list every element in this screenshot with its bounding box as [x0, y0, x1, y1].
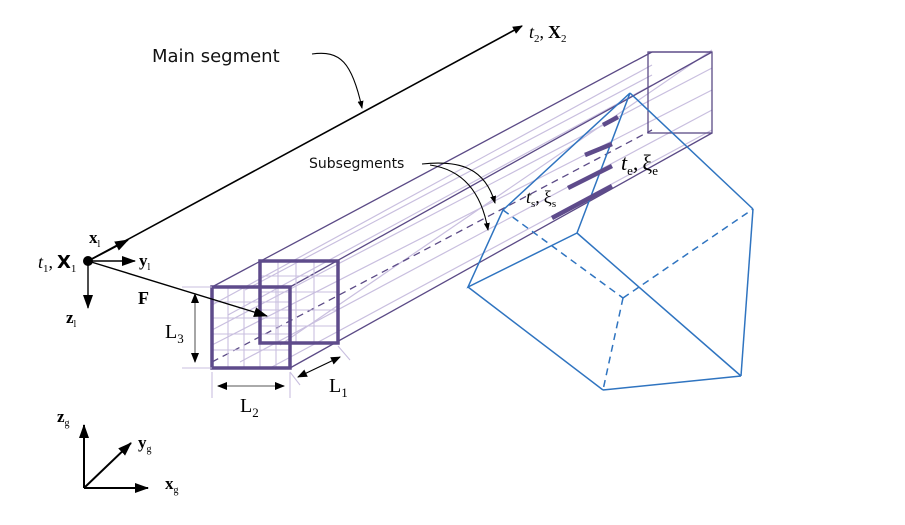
global-y-axis [83, 442, 132, 489]
subsegment-bar-4 [550, 184, 614, 220]
beam-centerline [211, 129, 653, 363]
cross-section-grid [212, 261, 338, 368]
subsegment-bar-2 [584, 141, 613, 158]
subsegment-bar-1 [601, 115, 620, 127]
global-y-label: yg [138, 433, 152, 455]
subsegment-bars [550, 115, 620, 220]
L3-label: L3 [165, 321, 184, 346]
global-x-label: xg [165, 474, 179, 496]
L2-label: L2 [240, 395, 259, 420]
subsegment-bar-3 [566, 163, 614, 191]
end-label: t2,X2 [529, 22, 567, 45]
local-x-label: xl [89, 228, 101, 250]
subsegments-callout-arrow-1 [421, 162, 496, 204]
subsegments-label: Subsegments [309, 156, 404, 172]
force-vector [87, 260, 268, 317]
main-segment-axis [87, 25, 523, 262]
polyhedron [466, 92, 754, 391]
subsegments-callout-arrow-2 [429, 164, 490, 231]
force-label: F [138, 288, 149, 308]
cross-section-front [210, 285, 292, 370]
dimension-L1 [297, 356, 341, 378]
local-x-axis [87, 239, 129, 262]
local-y-label: yl [139, 251, 151, 273]
cross-section-back [258, 259, 340, 345]
dimension-ticks [182, 286, 351, 398]
subsegment-start-label: ts,ξs [526, 187, 556, 210]
local-z-label: zl [66, 308, 77, 330]
global-z-label: zg [57, 407, 70, 429]
main-segment-callout-arrow [311, 52, 364, 109]
polyhedron-hidden-edges [502, 208, 754, 391]
beam-outline [211, 51, 713, 369]
beam-grid-lines [211, 49, 713, 369]
main-segment-label: Main segment [152, 46, 280, 67]
subsegment-end-label: te,ξe [621, 150, 658, 178]
start-label: t1,X1 [38, 252, 76, 275]
L1-label: L1 [329, 375, 348, 400]
